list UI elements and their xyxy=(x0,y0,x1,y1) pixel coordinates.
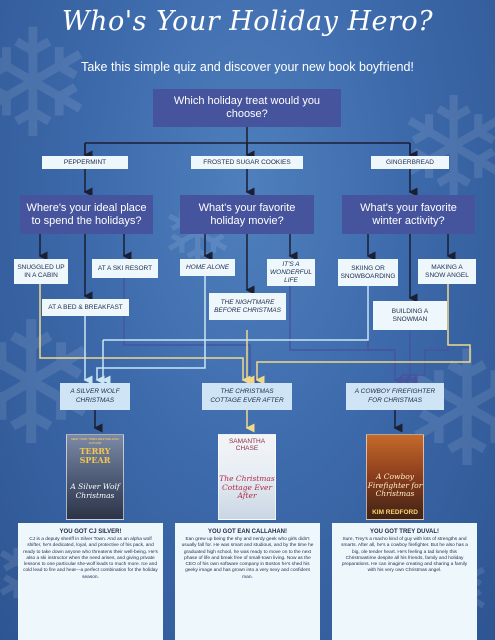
book-cover-christmas-cottage: SAMANTHA CHASE The Christmas Cottage Eve… xyxy=(218,434,276,520)
result-christmas-cottage: THE CHRISTMAS COTTAGE EVER AFTER xyxy=(202,383,292,410)
cover-author: KIM REDFORD xyxy=(372,509,418,516)
answer-skiing: SKIING OR SNOWBOARDING xyxy=(338,259,398,286)
hero-description: Sure, Trey's a macho kind of guy with lo… xyxy=(341,537,468,574)
hero-heading: YOU GOT TREY DUVAL! xyxy=(369,529,440,535)
treat-peppermint: PEPPERMINT xyxy=(42,156,128,169)
answer-home-alone: HOME ALONE xyxy=(180,259,235,276)
answer-ski-resort: AT A SKI RESORT xyxy=(92,259,158,278)
question-activity: What's your favorite winter activity? xyxy=(342,195,475,234)
question-place: Where's your ideal place to spend the ho… xyxy=(20,195,153,234)
hero-card-trey-duval: YOU GOT TREY DUVAL! Sure, Trey's a macho… xyxy=(332,523,477,640)
answer-nightmare: THE NIGHTMARE BEFORE CHRISTMAS xyxy=(209,293,286,320)
hero-description: Ean grew up being the shy and nerdy geek… xyxy=(181,537,314,580)
cover-author: SAMANTHA CHASE xyxy=(228,438,266,452)
treat-gingerbread: GINGERBREAD xyxy=(371,156,449,169)
result-cowboy-firefighter: A COWBOY FIREFIGHTER FOR CHRISTMAS xyxy=(346,383,444,410)
question-movie: What's your favorite holiday movie? xyxy=(180,195,314,234)
answer-snow-angel: MAKING A SNOW ANGEL xyxy=(418,259,476,284)
page-title: Who's Your Holiday Hero? xyxy=(61,6,434,37)
treat-sugar-cookies: FROSTED SUGAR COOKIES xyxy=(191,156,303,169)
book-cover-silver-wolf: NEW YORK TIMES BESTSELLING AUTHOR TERRY … xyxy=(66,434,124,520)
hero-heading: YOU GOT CJ SILVER! xyxy=(59,529,122,535)
result-silver-wolf: A SILVER WOLF CHRISTMAS xyxy=(60,383,130,410)
answer-wonderful-life: IT'S A WONDERFUL LIFE xyxy=(267,259,315,286)
cover-title: The Christmas Cottage Ever After xyxy=(219,474,275,500)
answer-snowman: BUILDING A SNOWMAN xyxy=(373,301,447,330)
answer-cabin: SNUGGLED UP IN A CABIN xyxy=(14,259,68,284)
hero-heading: YOU GOT EAN CALLAHAN! xyxy=(208,529,287,535)
hero-description: CJ is a deputy sheriff in Silver Town. A… xyxy=(23,537,158,580)
cover-author: TERRY SPEAR xyxy=(79,446,111,465)
cover-title: A Silver Wolf Christmas xyxy=(70,482,120,500)
hero-card-cj-silver: YOU GOT CJ SILVER! CJ is a deputy sherif… xyxy=(18,523,163,640)
book-cover-cowboy-firefighter: A Cowboy Firefighter for Christmas KIM R… xyxy=(366,434,424,520)
page-subtitle: Take this simple quiz and discover your … xyxy=(81,60,414,74)
hero-card-ean-callahan: YOU GOT EAN CALLAHAN! Ean grew up being … xyxy=(175,523,320,640)
snowflake-icon: ❄ xyxy=(0,0,96,172)
cover-tagline: NEW YORK TIMES BESTSELLING AUTHOR xyxy=(71,437,119,445)
answer-bed-breakfast: AT A BED & BREAKFAST xyxy=(42,299,129,316)
cover-title: A Cowboy Firefighter for Christmas xyxy=(367,472,423,498)
question-main: Which holiday treat would you choose? xyxy=(153,89,341,127)
